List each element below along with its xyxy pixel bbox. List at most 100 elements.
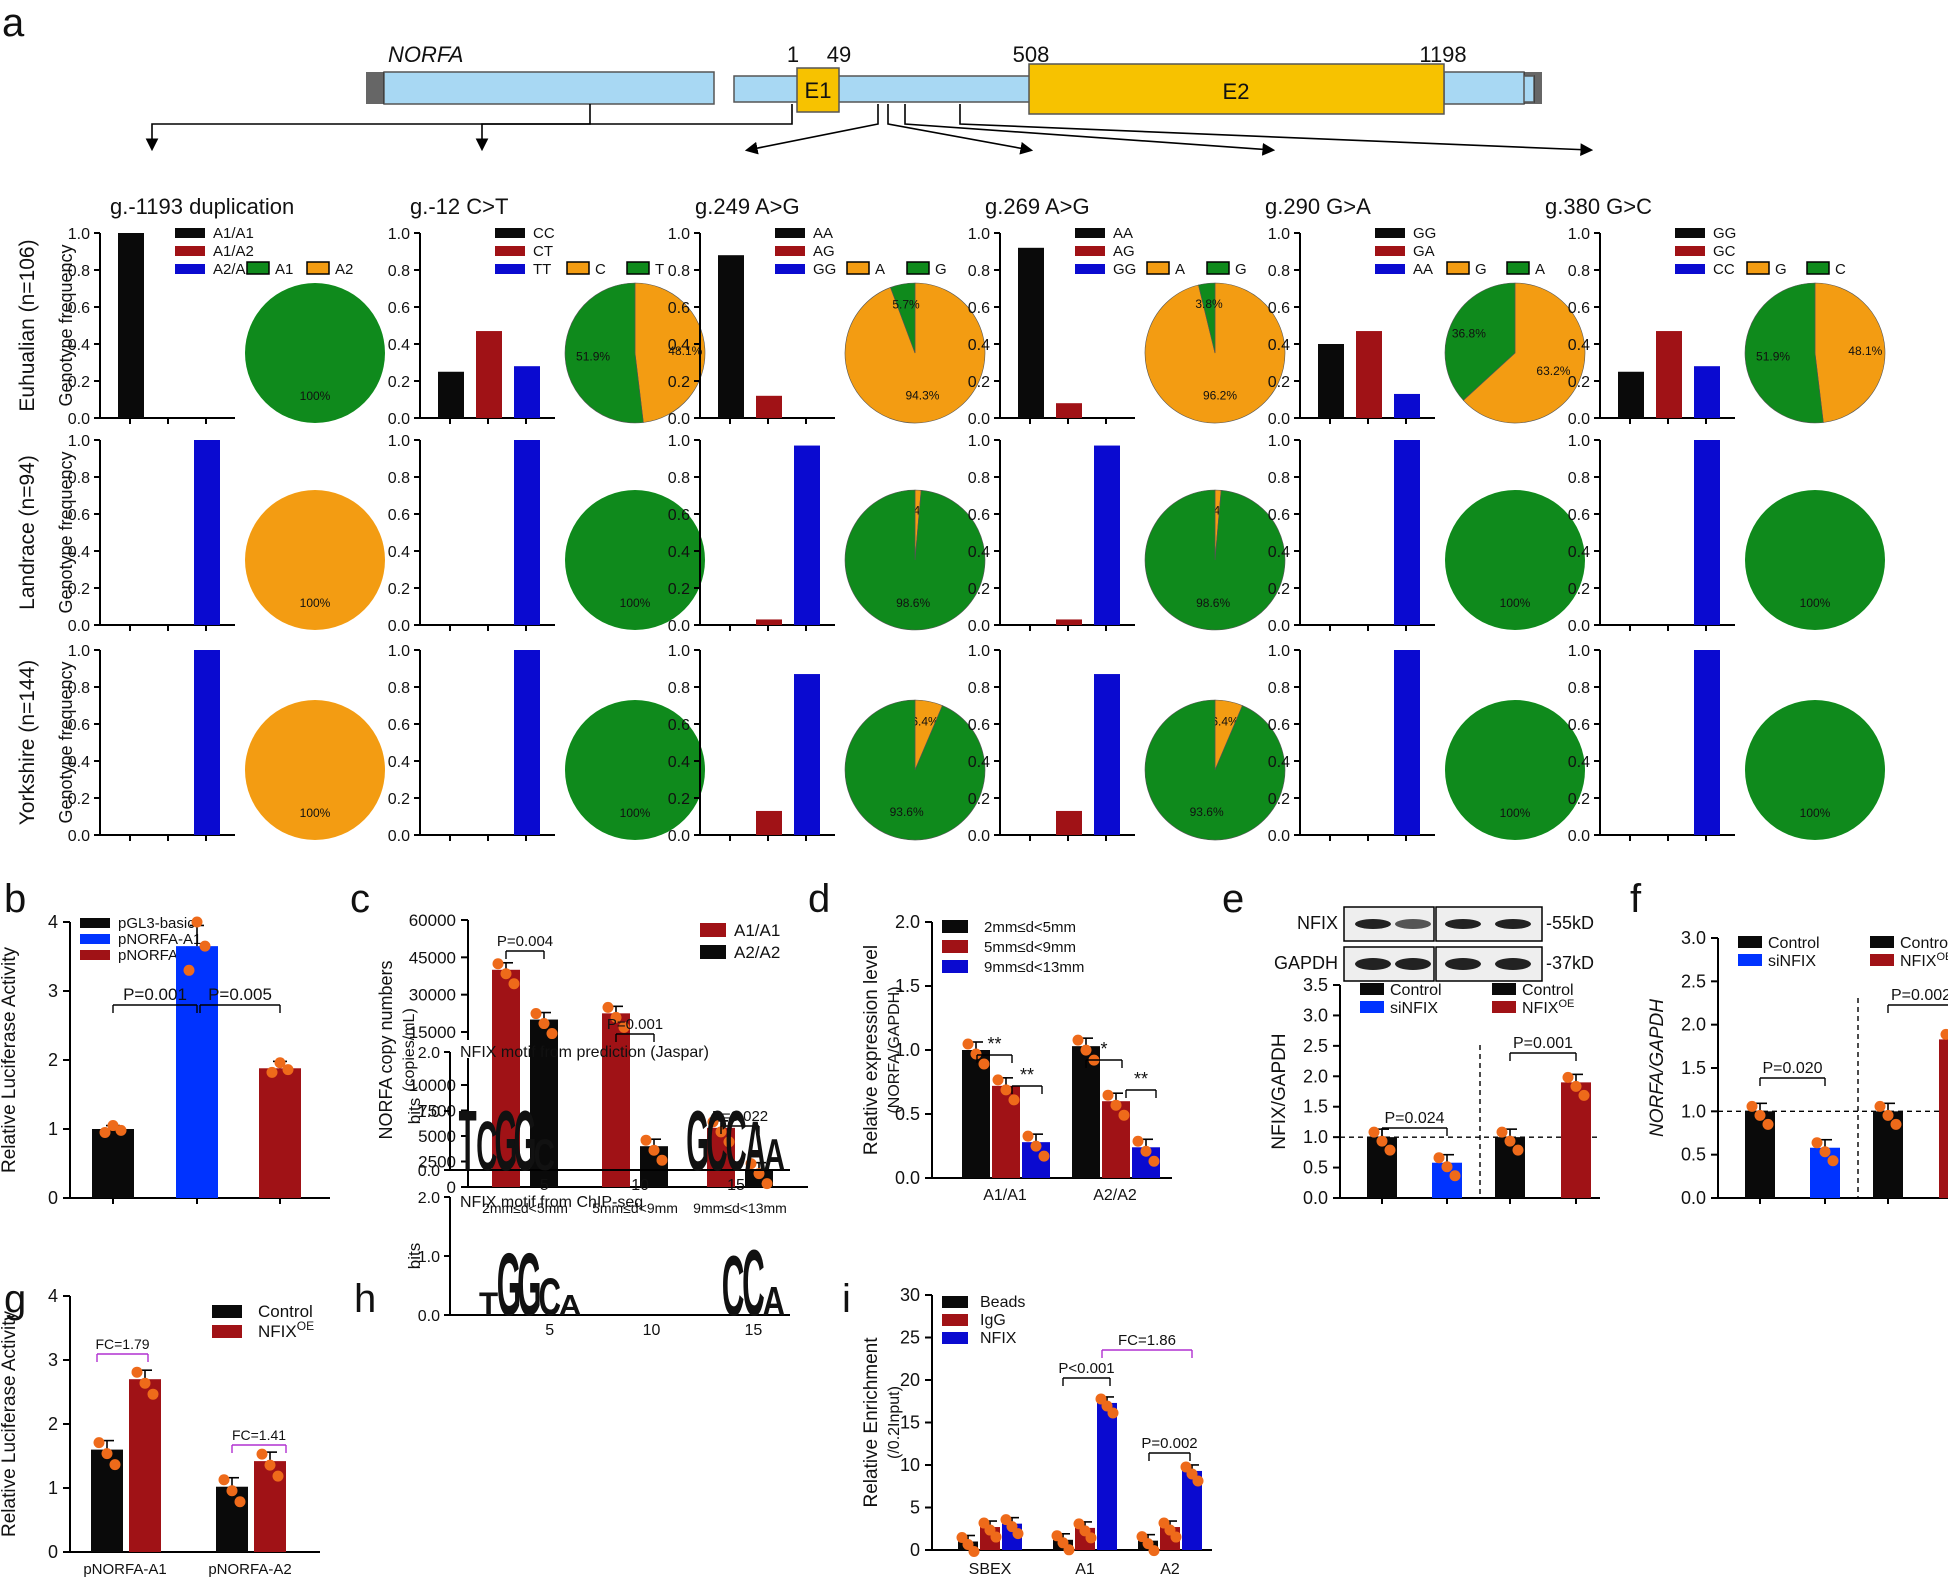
bar-genotype-freq: [1394, 440, 1420, 625]
data-point: [1072, 1034, 1084, 1046]
snp-arrow-6: [959, 104, 1594, 156]
legend-label: Beads: [980, 1294, 1025, 1311]
data-point: [618, 1021, 630, 1033]
bar: [129, 1379, 161, 1552]
pie-slice: [245, 283, 385, 423]
snp-title: g.290 G>A: [1265, 194, 1371, 219]
pie-slice: [565, 490, 705, 630]
legend-swatch: [1360, 1001, 1384, 1013]
y-tick-label: 0.8: [668, 680, 690, 697]
pie-label: 100%: [1800, 596, 1831, 610]
blot-band: [1395, 958, 1431, 970]
subplot: 0.00.20.40.60.81.048.1%51.9%: [388, 226, 706, 428]
x-tick-label: 9mm≤d<13mm: [693, 1200, 787, 1216]
gene-structure: E1 E2 NORFA 1 49 508 1198: [145, 42, 1594, 156]
y-tick-label: 0.6: [388, 717, 410, 734]
x-tick-label: 10: [643, 1322, 661, 1339]
legend-swatch-genotype: [495, 246, 525, 256]
y-tick-label: 0: [910, 1540, 920, 1560]
data-point: [282, 1064, 294, 1076]
bar-genotype-freq: [756, 810, 782, 835]
blot-band: [1355, 958, 1391, 970]
data-point: [1118, 1109, 1130, 1121]
y-tick-label: 0.4: [1568, 544, 1590, 561]
x-tick-label: 15: [727, 1177, 745, 1194]
data-point: [1940, 1028, 1948, 1040]
legend-label: pNORFA-A1: [118, 931, 201, 948]
y-tick-label: 0.0: [68, 828, 90, 845]
legend-swatch: [1870, 954, 1894, 966]
y-tick-label: 1.0: [388, 643, 410, 660]
bar-genotype-freq: [1394, 393, 1420, 418]
pie-slice: [1445, 700, 1585, 840]
data-point: [1384, 1144, 1396, 1156]
legend-swatch: [80, 934, 110, 944]
subplot: 0.00.20.40.60.81.01.4%98.6%: [668, 433, 986, 635]
legend-label: 2mm≤d<5mm: [984, 919, 1076, 936]
data-point: [1376, 1135, 1388, 1147]
bar-genotype-freq: [1094, 674, 1120, 835]
data-point: [648, 1144, 660, 1156]
y-tick-label: 1.0: [1268, 226, 1290, 243]
exon-1-label: E1: [805, 78, 832, 103]
legend-swatch-genotype: [1675, 264, 1705, 274]
data-point: [1562, 1071, 1574, 1083]
y-tick-label: 0.2: [668, 791, 690, 808]
sig-label: P=0.024: [1384, 1110, 1444, 1127]
y-axis-label: bits: [405, 1098, 424, 1124]
legend-genotype: AA: [1113, 225, 1133, 242]
y-tick-label: 0.8: [968, 263, 990, 280]
legend-swatch-allele: [846, 261, 870, 275]
bar: [176, 946, 218, 1198]
legend-allele: A2: [335, 261, 353, 278]
y-tick-label: 5000: [418, 1127, 456, 1146]
pie-slice: [634, 282, 706, 423]
pie-label: 48.1%: [1848, 344, 1882, 358]
legend-swatch-allele: [1146, 261, 1170, 275]
legend-label: Control: [1768, 935, 1820, 952]
bar-genotype-freq: [514, 650, 540, 835]
y-tick-label: 10000: [409, 1076, 456, 1095]
panel-letter-c: c: [350, 877, 370, 921]
legend-label: siNFIX: [1390, 1000, 1438, 1017]
pie-slice: [1814, 282, 1886, 423]
sig-label: **: [1020, 1065, 1034, 1085]
blot-size: -37kD: [1546, 953, 1594, 973]
y-tick-label: 0.0: [418, 1308, 440, 1325]
y-tick-label: 1.0: [68, 226, 90, 243]
bar-genotype-freq: [1618, 371, 1644, 418]
logo-letter: A: [764, 1131, 785, 1181]
bar-genotype-freq: [1394, 650, 1420, 835]
y-tick-label: 0.4: [1268, 337, 1290, 354]
data-point: [602, 1001, 614, 1013]
data-point: [272, 1470, 284, 1482]
bar-genotype-freq: [756, 619, 782, 625]
sig-label: P=0.001: [1513, 1035, 1573, 1052]
logo-letter: G: [517, 1235, 541, 1335]
y-tick-label: 60000: [409, 911, 456, 930]
data-point: [1022, 1130, 1034, 1142]
sig-label: P=0.001: [607, 1016, 663, 1033]
snp-title: g.380 G>C: [1545, 194, 1652, 219]
bar: [492, 969, 520, 1187]
panel-letter-a: a: [2, 1, 25, 45]
data-point: [1512, 1144, 1524, 1156]
y-tick-label: 0.4: [968, 544, 990, 561]
bar: [216, 1486, 248, 1552]
y-tick-label: 15000: [409, 1023, 456, 1042]
data-point: [1441, 1161, 1453, 1173]
legend-swatch-allele: [906, 261, 930, 275]
y-tick-label: 0.2: [668, 581, 690, 598]
legend-swatch-allele: [566, 261, 590, 275]
legend-swatch-allele: [246, 261, 270, 275]
data-point: [1170, 1531, 1182, 1543]
legend-label: Control: [1900, 935, 1948, 952]
pie-slice: [1445, 490, 1585, 630]
y-tick-label: 0.0: [388, 828, 410, 845]
y-tick-label: 1.0: [1303, 1127, 1328, 1147]
legend-label: NFIXOE: [258, 1319, 314, 1341]
data-point: [1578, 1089, 1590, 1101]
y-tick-label: 5: [910, 1498, 920, 1518]
legend-swatch-genotype: [1675, 228, 1705, 238]
